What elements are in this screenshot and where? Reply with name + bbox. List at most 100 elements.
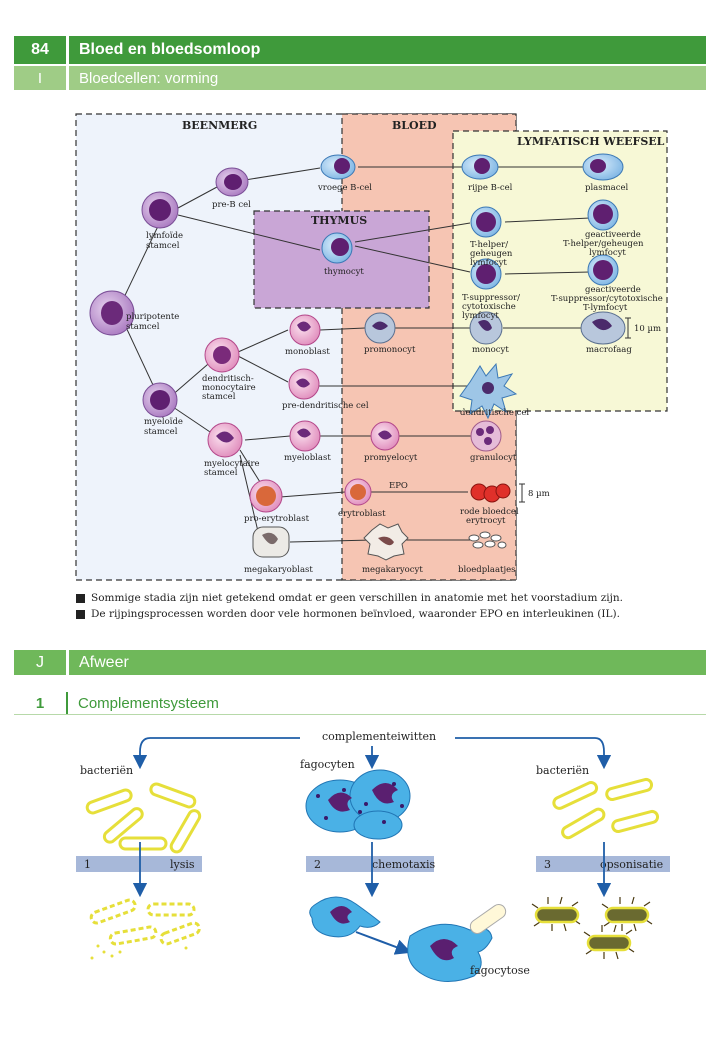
fagocyten-label: fagocyten [300,758,355,771]
fagocytose-label: fagocytose [470,964,530,977]
page-title: Bloed en bloedsomloop [79,41,261,58]
beenmerg-label: BEENMERG [182,119,257,132]
section-title: Bloedcellen: vorming [79,69,219,87]
header-divider [66,36,69,64]
step-1-number: 1 [84,858,91,871]
label-promonocyt: promonocyt [364,345,416,355]
step-3-number: 3 [544,858,551,871]
granulocyte [470,420,502,452]
bacteria-right [552,777,660,840]
bacteria-left-label: bacteriën [80,764,133,777]
bloed-label: BLOED [392,119,437,132]
step-2-number: 2 [314,858,321,871]
label-epo: EPO [389,481,408,491]
label-t-helper-1: T-helper/ [470,240,508,250]
label-lymfoide-1: lymfoïde [146,231,183,241]
header-divider [66,650,69,675]
label-dendritische: dendritische cel [460,408,529,418]
label-macrofaag: macrofaag [586,345,632,355]
label-megakaryocyt: megakaryocyt [362,565,423,575]
platelets [468,531,507,549]
step-2-label: chemotaxis [372,858,436,871]
label-dendritisch-1: dendritisch- [202,374,254,384]
label-geact-helper-2: T-helper/geheugen [563,239,644,249]
label-vroege-b: vroege B-cel [317,183,372,193]
scale-8um: 8 µm [528,489,550,499]
label-pluripotente-1: pluripotente [126,312,179,322]
bullet-square-icon [76,609,85,619]
section-title: Afweer [79,653,129,671]
label-t-supp-3: lymfocyt [462,311,499,321]
label-myelocytaire-2: stamcel [204,468,238,478]
migrating-phagocyte [309,896,381,938]
label-myelocytaire-1: myelocytaire [204,459,260,469]
lysis-debris [90,944,188,960]
label-rode-2: erytrocyt [466,516,506,526]
label-t-helper-3: lymfocyt [470,258,507,268]
subsection-1-header: 1 Complementsysteem [14,692,706,715]
subsection-title: Complementsysteem [78,694,219,712]
label-promyelocyt: promyelocyt [364,453,418,463]
step-bar-1: 1 lysis [76,856,202,872]
step-1-label: lysis [170,858,195,871]
note-text: De rijpingsprocessen worden door vele ho… [91,608,620,620]
label-t-supp-2: cytotoxische [462,302,516,312]
label-geact-supp-2: T-suppressor/cytotoxische [551,294,663,304]
note-1: Sommige stadia zijn niet getekend omdat … [76,592,623,604]
page-header: 84 Bloed en bloedsomloop [14,36,706,64]
label-geact-supp-1: geactiveerde [585,285,641,295]
bacteria-left [85,782,202,854]
note-text: Sommige stadia zijn niet getekend omdat … [91,592,623,604]
label-myeloide-1: myeloïde [144,417,183,427]
label-myeloide-2: stamcel [144,427,178,437]
label-monoblast: monoblast [285,347,330,357]
label-myeloblast: myeloblast [284,453,331,463]
section-letter: J [36,653,44,671]
label-rode-1: rode bloedcel [460,507,519,517]
thymus-label: THYMUS [311,214,367,227]
step-3-label: opsonisatie [600,858,663,871]
phagocytes [305,769,411,840]
label-pre-dendritische: pre-dendritische cel [282,401,369,411]
scale-10um: 10 µm [634,324,661,334]
lysed-bacteria [89,898,201,946]
bacteria-right-label: bacteriën [536,764,589,777]
lymfatisch-label: LYMFATISCH WEEFSEL [517,135,665,148]
header-divider [66,692,68,714]
label-erytroblast: erytroblast [338,509,386,519]
label-t-helper-2: geheugen [470,249,513,259]
label-pluripotente-2: stamcel [126,322,160,332]
label-geact-supp-3: T-lymfocyt [583,303,628,313]
subsection-number: 1 [35,694,45,712]
label-megakaryoblast: megakaryoblast [244,565,313,575]
engulfing-phagocyte [407,904,507,982]
section-header: I Bloedcellen: vorming [14,66,706,90]
complement-system-diagram: complementeiwitten bacteriën fagocyten b… [76,730,670,982]
step-bar-3: 3 opsonisatie [536,856,670,872]
label-geact-helper-1: geactiveerde [585,230,641,240]
header-divider [66,66,69,90]
label-plasmacel: plasmacel [585,183,629,193]
label-thymocyt: thymocyt [324,267,364,277]
label-granulocyt: granulocyt [470,453,517,463]
step-bar-2: 2 chemotaxis [306,856,436,872]
label-lymfoide-2: stamcel [146,241,180,251]
label-t-supp-1: T-suppressor/ [462,293,520,303]
label-dendritisch-3: stamcel [202,392,236,402]
section-number: I [37,69,43,87]
label-dendritisch-2: monocytaire [202,383,256,393]
section-j-header: J Afweer [14,650,706,675]
opsonized-bacteria [531,896,653,960]
cells [89,153,626,561]
bullet-square-icon [76,593,85,603]
label-bloedplaatjes: bloedplaatjes [458,565,516,575]
blood-cell-formation-diagram: BEENMERG BLOED LYMFATISCH WEEFSEL THYMUS [75,113,668,581]
label-monocyt: monocyt [472,345,509,355]
label-rijpe-b: rijpe B-cel [468,183,513,193]
label-geact-helper-3: lymfocyt [589,248,626,258]
label-pro-erytroblast: pro-erytroblast [244,514,310,524]
label-pre-b: pre-B cel [212,200,251,210]
note-2: De rijpingsprocessen worden door vele ho… [76,608,620,620]
complement-label: complementeiwitten [322,730,436,743]
page-number: 84 [31,41,49,58]
